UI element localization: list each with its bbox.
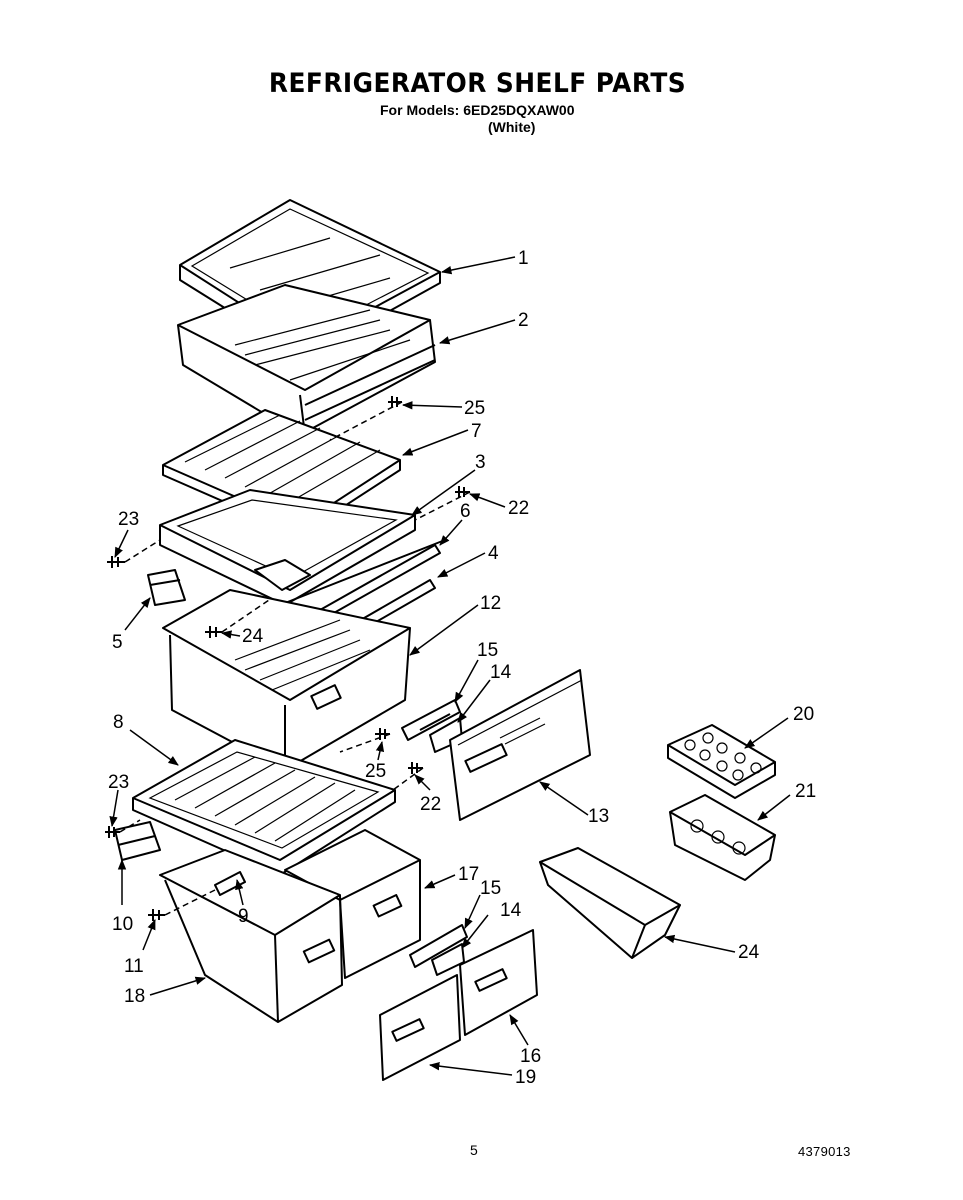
alignment-lines: [119, 401, 471, 916]
callout-17: 17: [458, 864, 479, 885]
callout-21: 21: [795, 781, 816, 802]
left-small-front-panel: [379, 974, 461, 1081]
callout-5: 5: [112, 632, 123, 653]
center-handle-part: [214, 871, 246, 896]
callout-18: 18: [124, 986, 145, 1007]
callout-1: 1: [518, 248, 529, 269]
side-support-part: [147, 569, 186, 606]
callout-4: 4: [488, 543, 499, 564]
model-line: For Models: 6ED25DQXAW00: [380, 102, 575, 118]
left-lower-bin: [159, 849, 343, 1023]
mounting-studs: [105, 396, 470, 921]
callout-9: 9: [238, 906, 249, 927]
color-note: (White): [488, 119, 536, 135]
callout-25: 25: [464, 398, 485, 419]
callout-10: 10: [112, 914, 133, 935]
drawer-front-panel: [449, 669, 591, 821]
callout-3: 3: [475, 452, 486, 473]
callout-23b: 23: [108, 772, 129, 793]
callout-19: 19: [515, 1067, 536, 1088]
callout-22b: 22: [420, 794, 441, 815]
page-title: REFRIGERATOR SHELF PARTS: [268, 68, 687, 99]
right-small-front-panel: [459, 929, 538, 1036]
callout-7: 7: [471, 421, 482, 442]
callout-14: 14: [490, 662, 512, 683]
callout-15b: 15: [480, 878, 501, 899]
callout-22: 22: [508, 498, 529, 519]
callout-24b: 11: [124, 956, 144, 977]
callout-16: 16: [520, 1046, 541, 1067]
callout-15: 15: [477, 640, 498, 661]
lower-side-supports: [114, 821, 161, 861]
lower-slide-brackets: [409, 924, 468, 976]
callout-25b: 25: [365, 761, 386, 782]
large-drawer-part: [162, 559, 411, 771]
document-number: 4379013: [798, 1144, 851, 1159]
egg-tray-part: [667, 724, 776, 799]
small-bin-part: [539, 847, 681, 959]
page-number: 5: [470, 1142, 478, 1158]
callout-8: 8: [113, 712, 124, 733]
callout-leaders: [109, 256, 791, 1076]
callout-13: 13: [588, 806, 609, 827]
callout-11: 24: [738, 942, 760, 963]
callout-2: 2: [518, 310, 529, 331]
callout-23: 23: [118, 509, 139, 530]
callout-labels: 1 2 25 7 3 22 6 23 4 12 5 24 15 14 20 8 …: [108, 248, 816, 1088]
callout-24: 24: [242, 626, 264, 647]
callout-6: 6: [460, 501, 471, 522]
egg-bin-part: [669, 794, 776, 881]
callout-20: 20: [793, 704, 814, 725]
callout-14b: 14: [500, 900, 522, 921]
callout-12: 12: [480, 593, 501, 614]
